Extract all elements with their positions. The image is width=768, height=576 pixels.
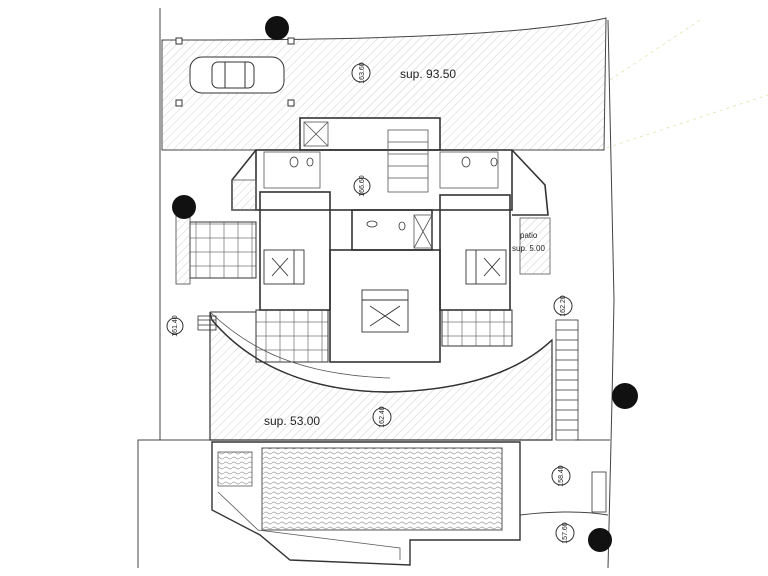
svg-text:163.60: 163.60 — [359, 62, 366, 84]
plot-boundary — [137, 8, 615, 569]
lower-right-wall — [519, 511, 609, 516]
tree-icon — [265, 16, 289, 40]
bed-icon — [361, 289, 409, 333]
guide-lines — [599, 19, 768, 151]
elevation-marker: 163.60 — [351, 62, 371, 84]
front-terrace — [255, 309, 513, 363]
lower-right-steps — [591, 471, 607, 513]
car-icon — [189, 56, 285, 94]
bed-icon — [263, 249, 305, 285]
tiled-terrace — [189, 221, 257, 279]
arc-wall — [211, 319, 553, 393]
pool — [211, 441, 521, 566]
bed-icon — [465, 249, 507, 285]
gate-posts — [175, 37, 295, 107]
elevation-marker: 158.40 — [551, 465, 571, 487]
area-label-top: sup. 93.50 — [400, 67, 456, 81]
patio-label: patio — [520, 231, 538, 240]
right-stair — [555, 319, 579, 441]
elevation-marker: 166.60 — [353, 175, 371, 197]
area-label-middle: sup. 53.00 — [264, 414, 320, 428]
steps — [197, 315, 217, 331]
svg-text:157.60: 157.60 — [562, 522, 569, 544]
toilet-icon — [289, 156, 498, 231]
svg-text:161.40: 161.40 — [172, 315, 179, 337]
elevation-marker: 161.40 — [166, 315, 184, 337]
tree-icon — [588, 528, 612, 552]
tree-icon — [172, 195, 196, 219]
svg-text:162.40: 162.40 — [379, 406, 386, 428]
elevation-marker: 157.60 — [555, 522, 575, 544]
svg-text:158.40: 158.40 — [558, 465, 565, 487]
svg-text:162.20: 162.20 — [560, 295, 567, 317]
patio-area: sup. 5.00 — [512, 244, 545, 253]
elevation-marker: 162.40 — [372, 406, 392, 428]
tree-icon — [612, 383, 638, 409]
interior-walls — [231, 121, 551, 275]
svg-text:166.60: 166.60 — [359, 175, 366, 197]
left-planter — [175, 213, 191, 285]
elevation-marker: 162.20 — [553, 295, 573, 317]
driveway-area — [161, 17, 607, 151]
arc-wall — [209, 311, 391, 379]
